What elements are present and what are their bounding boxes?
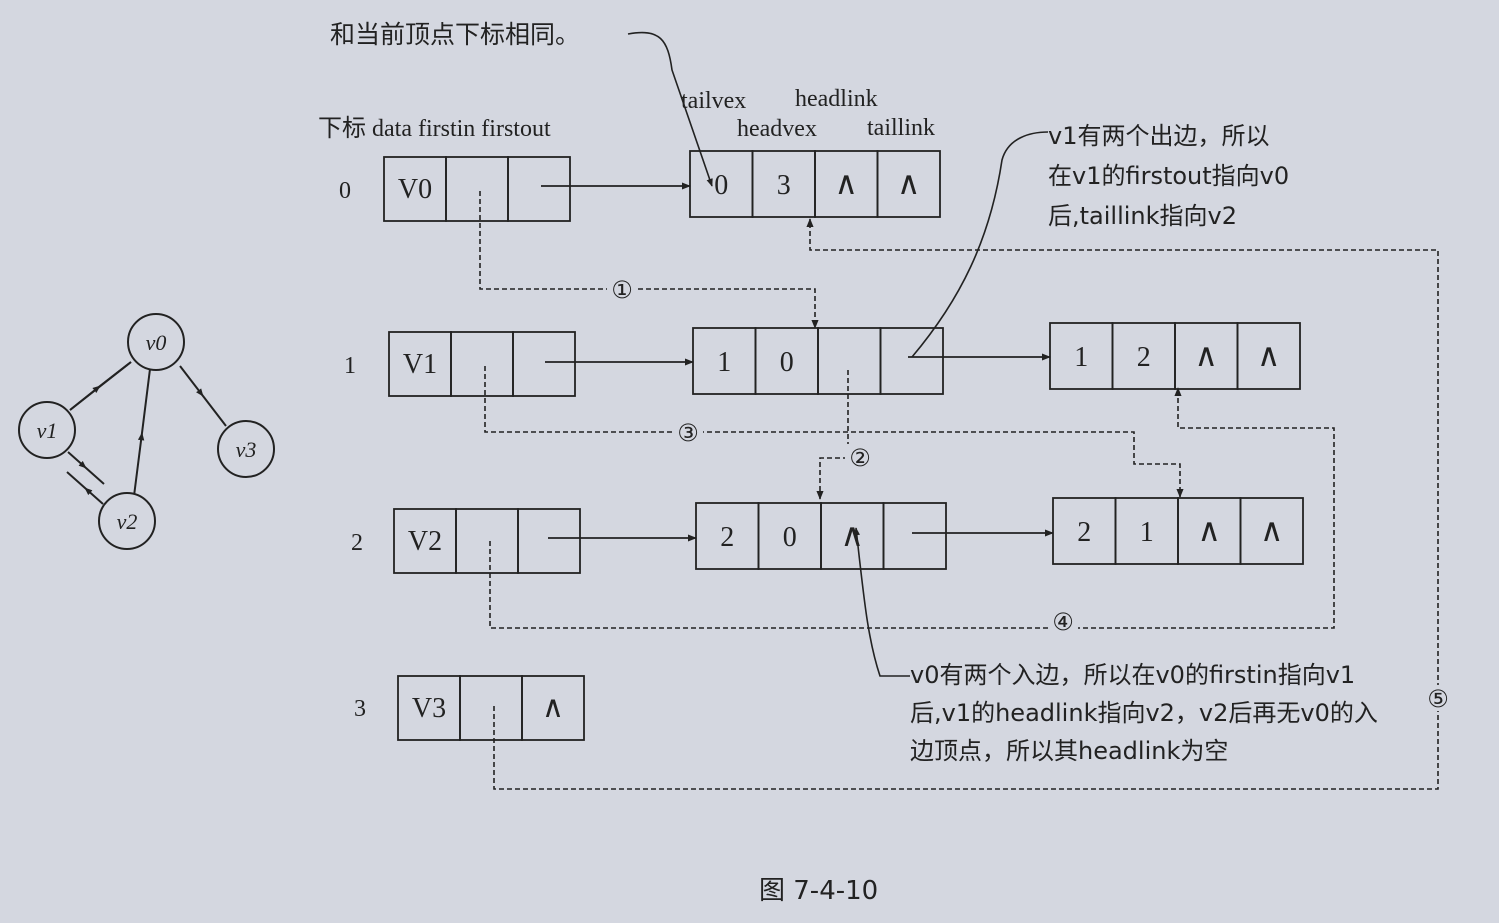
vertex-v3 (217, 420, 275, 478)
circle-label-1: ① (611, 276, 633, 304)
edge-v2-v1 (66, 471, 104, 505)
dash-5-v3-firstin (493, 218, 1439, 790)
edge-tailvex-value: 2 (720, 522, 734, 553)
vertex-row-2: 2 V2 (351, 508, 581, 574)
edge-node-3: 2 0 ∧ (695, 502, 947, 570)
edge-tailvex-value: 2 (1077, 517, 1091, 548)
figure-caption: 图 7-4-10 (759, 876, 878, 906)
vertex-cell-firstin (455, 508, 519, 574)
header-tailvex: tailvex (681, 88, 746, 114)
note-right-line-2: 在v1的firstout指向v0 (1048, 162, 1289, 190)
note-top-pointer (627, 31, 713, 187)
edge-headvex-value: 0 (780, 347, 794, 378)
dash-2-e10-headlink (816, 370, 849, 500)
vertex-table: 0 V0 1 V1 2 V2 3 V3 ∧ (339, 156, 585, 741)
vertex-index: 3 (354, 696, 366, 722)
header-headlink: headlink (795, 86, 878, 112)
vertex-v0-label: v0 (146, 330, 167, 355)
note-right-pointer (911, 131, 1049, 358)
vertex-v1-label: v1 (37, 418, 58, 443)
edge-tailvex-value: 1 (1074, 342, 1088, 373)
vertex-cell-firstin (445, 156, 509, 222)
circle-label-4: ④ (1052, 608, 1074, 636)
vertex-v2-label: v2 (117, 509, 138, 534)
header-taillink: taillink (867, 115, 935, 141)
vertex-row-3: 3 V3 ∧ (354, 675, 585, 741)
edge-tailvex-value: 0 (714, 170, 728, 201)
vertex-cell-firstout (521, 675, 585, 741)
vertex-cell-firstout (507, 156, 571, 222)
edge-headlink-value: ∧ (835, 165, 858, 201)
edge-cell-taillink (876, 150, 941, 218)
graph-drawing (18, 313, 275, 550)
vertex-cell-firstin (459, 675, 523, 741)
edge-headvex-value: 2 (1137, 342, 1151, 373)
edge-headvex-value: 3 (777, 170, 791, 201)
edge-taillink-value: ∧ (1260, 512, 1283, 548)
edge-node-2: 1 2 ∧ ∧ (1049, 322, 1301, 390)
vertex-index: 1 (344, 353, 356, 379)
note-top: 和当前顶点下标相同。 (330, 20, 580, 49)
edge-headlink-value: ∧ (841, 517, 864, 553)
note-right-line-1: v1有两个出边，所以 (1048, 122, 1269, 150)
edge-tailvex-value: 1 (717, 347, 731, 378)
vertex-cell-firstout (517, 508, 581, 574)
edge-cell-taillink (882, 502, 947, 570)
vertex-cell-firstin (450, 331, 514, 397)
circle-label-2: ② (849, 444, 871, 472)
edge-headlink-value: ∧ (1195, 337, 1218, 373)
vertex-row-1: 1 V1 (344, 331, 576, 397)
note-right-line-3: 后,taillink指向v2 (1048, 202, 1237, 230)
edge-taillink-value: ∧ (1257, 337, 1280, 373)
vertex-firstout-value: ∧ (542, 691, 564, 724)
vertex-v3-label: v3 (236, 437, 257, 462)
edge-cell-taillink (1239, 497, 1304, 565)
edge-v1-v2 (67, 451, 105, 485)
vertex-v0 (127, 313, 185, 371)
vertex-cell-firstout (512, 331, 576, 397)
edge-headvex-value: 0 (783, 522, 797, 553)
edge-cell-taillink (879, 327, 944, 395)
header-headvex: headvex (737, 116, 817, 142)
vertex-index: 2 (351, 530, 363, 556)
vertex-data-value: V2 (408, 526, 442, 557)
vertex-data-value: V3 (412, 693, 446, 724)
edge-headvex-value: 1 (1140, 517, 1154, 548)
dash-3-v1-firstin (484, 366, 1184, 498)
vertex-v2 (98, 492, 156, 550)
edge-cell-taillink (1236, 322, 1301, 390)
circle-label-3: ③ (677, 419, 699, 447)
vertex-row-0: 0 V0 (339, 156, 571, 222)
header-vertex-row: 下标 data firstin firstout (318, 115, 551, 142)
edge-headlink-value: ∧ (1198, 512, 1221, 548)
note-bottom-line-3: 边顶点，所以其headlink为空 (910, 737, 1228, 765)
edge-taillink-value: ∧ (897, 165, 920, 201)
edge-node-4: 2 1 ∧ ∧ (1052, 497, 1304, 565)
note-bottom-line-2: 后,v1的headlink指向v2，v2后再无v0的入 (910, 699, 1378, 727)
edge-node-0: 0 3 ∧ ∧ (689, 150, 941, 218)
edge-v1-v0-arrow (69, 361, 132, 411)
vertex-v1 (18, 401, 76, 459)
vertex-data-value: V1 (403, 349, 437, 380)
vertex-data-value: V0 (398, 174, 432, 205)
edge-v0-v3 (179, 365, 227, 427)
edge-cell-headlink (817, 327, 882, 395)
dash-1-v0-firstin (479, 191, 819, 329)
note-bottom-pointer (853, 527, 910, 677)
edge-v2-v0 (133, 368, 151, 497)
note-bottom-line-1: v0有两个入边，所以在v0的firstin指向v1 (910, 661, 1355, 689)
vertex-index: 0 (339, 178, 351, 204)
circle-label-5: ⑤ (1427, 685, 1449, 713)
dash-4-v2-firstin (489, 387, 1335, 629)
